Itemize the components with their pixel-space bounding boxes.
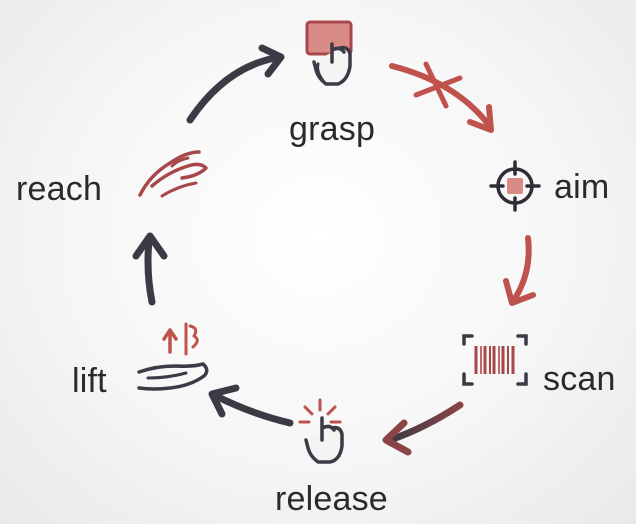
arrow-lift-to-reach (132, 232, 168, 306)
hand-tap-release-icon (298, 398, 344, 464)
barcode-scan-icon (462, 334, 528, 386)
step-label-reach: reach (16, 170, 103, 208)
reaching-hand-icon (138, 150, 208, 198)
step-label-scan: scan (543, 360, 616, 398)
hand-pressing-card-icon (305, 20, 353, 86)
step-label-aim: aim (554, 168, 610, 206)
arrow-release-to-lift (208, 384, 294, 427)
open-hand-lift-icon (137, 322, 209, 391)
step-label-grasp: grasp (289, 110, 376, 148)
arrow-grasp-to-aim (389, 61, 494, 133)
crosshair-target-icon (489, 160, 541, 212)
arrow-aim-to-scan (503, 235, 536, 306)
arrow-scan-to-release (382, 401, 464, 456)
step-label-release: release (275, 480, 388, 518)
step-label-lift: lift (72, 362, 107, 400)
arrow-reach-to-grasp (186, 44, 285, 124)
